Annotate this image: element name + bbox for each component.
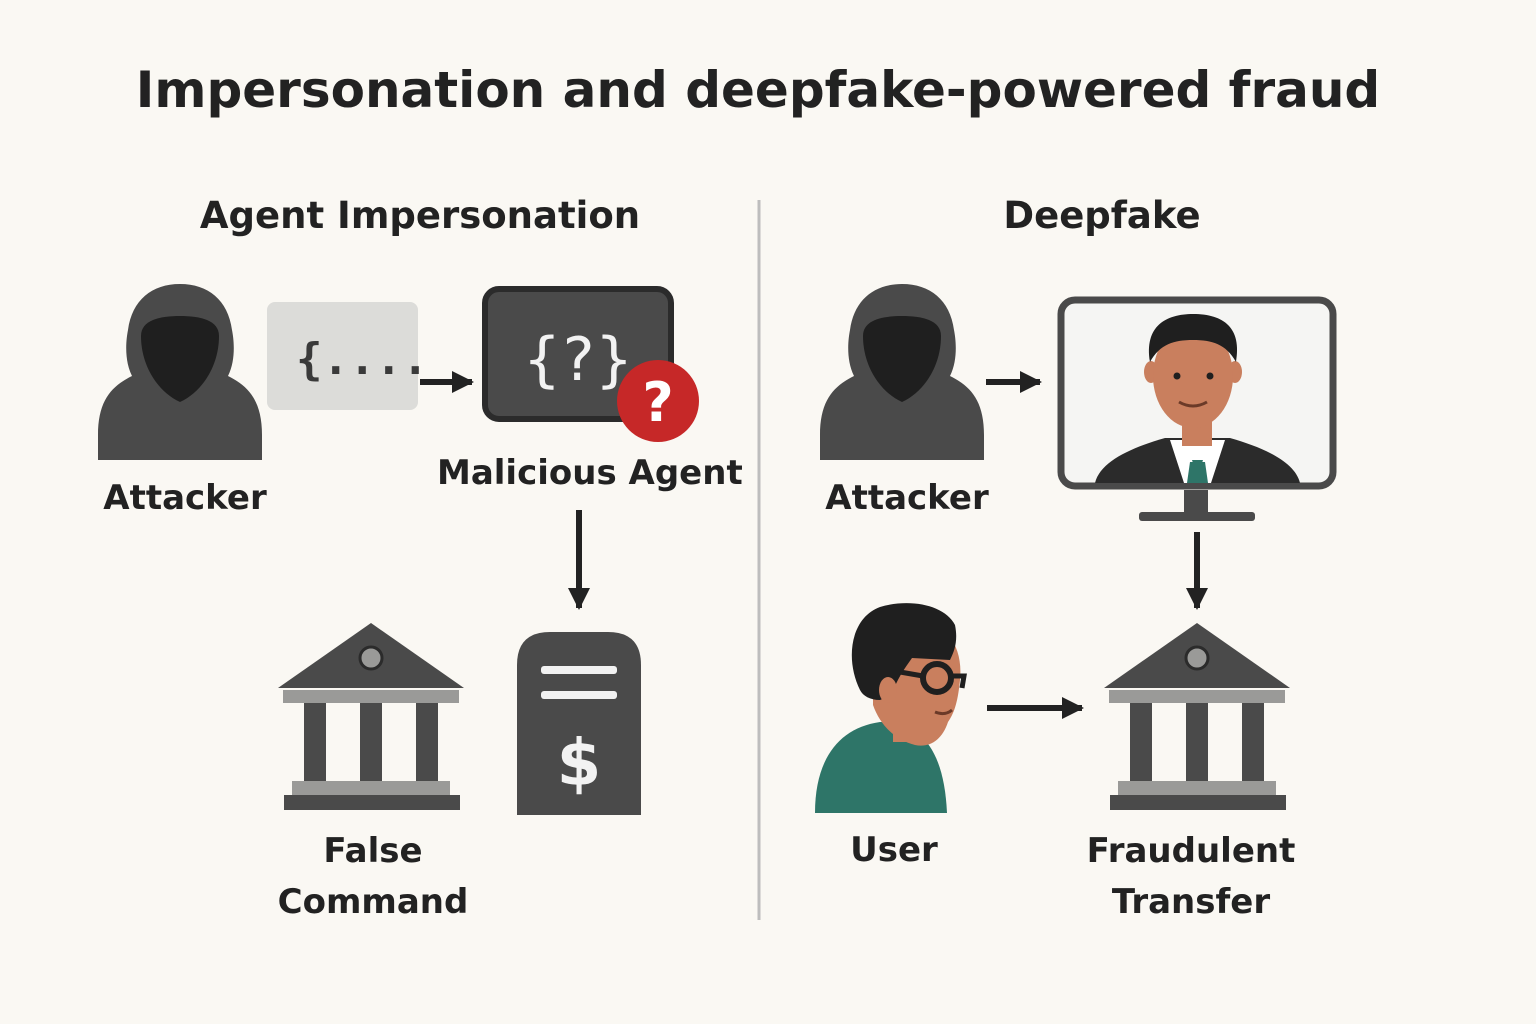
diagram-title: Impersonation and deepfake-powered fraud <box>135 61 1381 119</box>
hooded-attacker-icon <box>820 284 984 460</box>
user-label: User <box>850 830 938 870</box>
bank-icon <box>278 623 464 810</box>
deepfake-person-icon <box>1095 314 1300 483</box>
hooded-attacker-icon <box>98 284 262 460</box>
invoice-icon: $ <box>517 632 641 815</box>
user-icon <box>815 603 967 813</box>
agent-badge: ? <box>642 371 673 434</box>
bank-icon <box>1104 623 1290 810</box>
document-symbol: $ <box>557 727 602 801</box>
malicious-agent-label: Malicious Agent <box>437 453 743 493</box>
false-command-label: False Command <box>277 831 469 922</box>
left-panel-heading: Agent Impersonation <box>199 194 641 237</box>
question-badge-icon: ? <box>617 360 699 442</box>
code-snippet: {.... <box>296 334 428 385</box>
agent-screen-text: {?} <box>524 325 632 395</box>
fraudulent-transfer-label: Fraudulent Transfer <box>1086 831 1296 922</box>
code-box-icon: {.... <box>267 302 428 410</box>
attacker-label-right: Attacker <box>825 478 989 518</box>
right-panel-heading: Deepfake <box>1003 194 1201 237</box>
attacker-label-left: Attacker <box>103 478 267 518</box>
